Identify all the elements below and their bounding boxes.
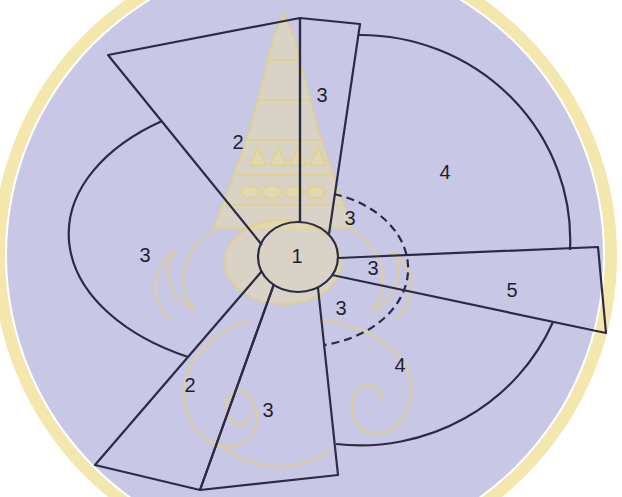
- text-holder: 2: [182, 374, 197, 396]
- text-holder: 3: [365, 257, 380, 279]
- zone-number: 3: [365, 257, 380, 279]
- zone-outline: [100, 10, 310, 255]
- right-swirl: [320, 320, 411, 434]
- zone-outline-path: [336, 35, 570, 445]
- text-holder: 3: [314, 84, 329, 106]
- zone-outline: [325, 28, 585, 453]
- core-circle: 1: [256, 220, 342, 296]
- crown-bands: [224, 60, 344, 205]
- crown-shape: [214, 14, 352, 228]
- zone-ellipse: 3: [66, 92, 206, 382]
- zone-number: 3: [342, 207, 357, 229]
- zone-outline-path: [95, 271, 274, 490]
- crown-oval: [263, 186, 281, 198]
- text-holder: 3: [260, 399, 275, 421]
- zone-outline-path: [108, 18, 300, 245]
- zone-outline-path: [258, 222, 338, 292]
- zone-wedge: 2: [88, 262, 282, 496]
- text-holder: 5: [504, 279, 519, 301]
- zone-outline: [328, 240, 612, 342]
- bottom-curve: [215, 440, 330, 466]
- zone-ellipse: 44: [325, 28, 585, 453]
- left-flame: [156, 230, 214, 320]
- text-holder: 3: [137, 244, 152, 266]
- crown-oval: [241, 186, 259, 198]
- text-holder: 2: [230, 131, 245, 153]
- zone-wedge: 3: [292, 10, 368, 244]
- zone-outline: [192, 278, 346, 496]
- zone-outline-path: [200, 284, 338, 490]
- emblem-face: [225, 220, 341, 304]
- text-holder: 4: [392, 354, 407, 376]
- zone-number: 1: [289, 245, 304, 267]
- zone-wedge: 2: [100, 10, 310, 255]
- crown-oval: [307, 186, 325, 198]
- text-holder: 3: [333, 297, 348, 319]
- emblem-watermark: [156, 14, 412, 466]
- zone-outline-path: [300, 18, 360, 234]
- zone-number: 3: [260, 399, 275, 421]
- zone-number: 4: [392, 354, 407, 376]
- zone-wedge: 5: [328, 240, 612, 342]
- zone-number: 5: [504, 279, 519, 301]
- zone-wedge: 3: [192, 278, 346, 496]
- zone-outline-path: [332, 247, 606, 333]
- zone-outline: [66, 92, 206, 382]
- text-holder: 3: [342, 207, 357, 229]
- zone-outline-path: [69, 121, 188, 357]
- zone-number: 3: [314, 84, 329, 106]
- right-flame: [352, 230, 411, 320]
- crown-triangles: [250, 148, 326, 165]
- zone-number: 4: [437, 161, 452, 183]
- zone-number: 2: [230, 131, 245, 153]
- text-holder: 4: [437, 161, 452, 183]
- text-holder: 1: [289, 245, 304, 267]
- zone-number: 3: [137, 244, 152, 266]
- zone-outline: [292, 10, 368, 244]
- zone-number: 3: [333, 297, 348, 319]
- lavender-disc: [7, 0, 603, 497]
- zone-number: 2: [182, 374, 197, 396]
